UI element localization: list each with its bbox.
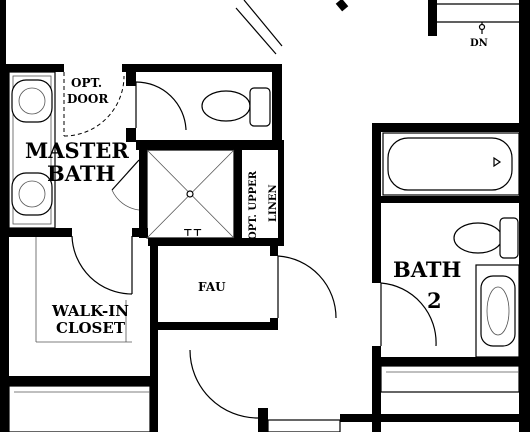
bathtub-icon <box>382 132 520 196</box>
walk-in-closet-label-2: CLOSET <box>56 319 126 337</box>
stairs <box>437 3 519 34</box>
master-bath-fixtures: ⊤⊤ <box>8 71 271 343</box>
bath2-fixtures <box>382 132 520 358</box>
bath2-label-2: 2 <box>427 288 442 313</box>
railings <box>8 365 520 432</box>
sink-upper-icon <box>11 79 53 123</box>
room-labels: OPT. DOOR MASTER BATH WALK-IN CLOSET FAU… <box>25 38 488 337</box>
stair-arrow-icon <box>478 23 486 31</box>
opt-door-label-1: OPT. <box>71 76 102 90</box>
linen-label: LINEN <box>268 184 279 222</box>
opt-door-label-2: DOOR <box>67 92 109 106</box>
door-swings <box>63 0 437 419</box>
toilet-master-icon <box>201 87 271 127</box>
walk-in-closet-label-1: WALK-IN <box>51 302 129 320</box>
shower-icon: ⊤⊤ <box>146 149 235 239</box>
stair-dn-label: DN <box>470 38 488 49</box>
sink-bath2-icon <box>480 275 516 347</box>
bath2-label-1: BATH <box>393 257 461 282</box>
fau-label: FAU <box>198 280 226 294</box>
svg-text:⊤⊤: ⊤⊤ <box>183 228 202 239</box>
master-bath-label-2: BATH <box>47 161 115 186</box>
opt-upper-label: OPT. UPPER <box>248 170 259 240</box>
sink-lower-icon <box>11 172 53 216</box>
toilet-bath2-icon <box>453 217 519 259</box>
master-bath-label-1: MASTER <box>25 138 129 163</box>
